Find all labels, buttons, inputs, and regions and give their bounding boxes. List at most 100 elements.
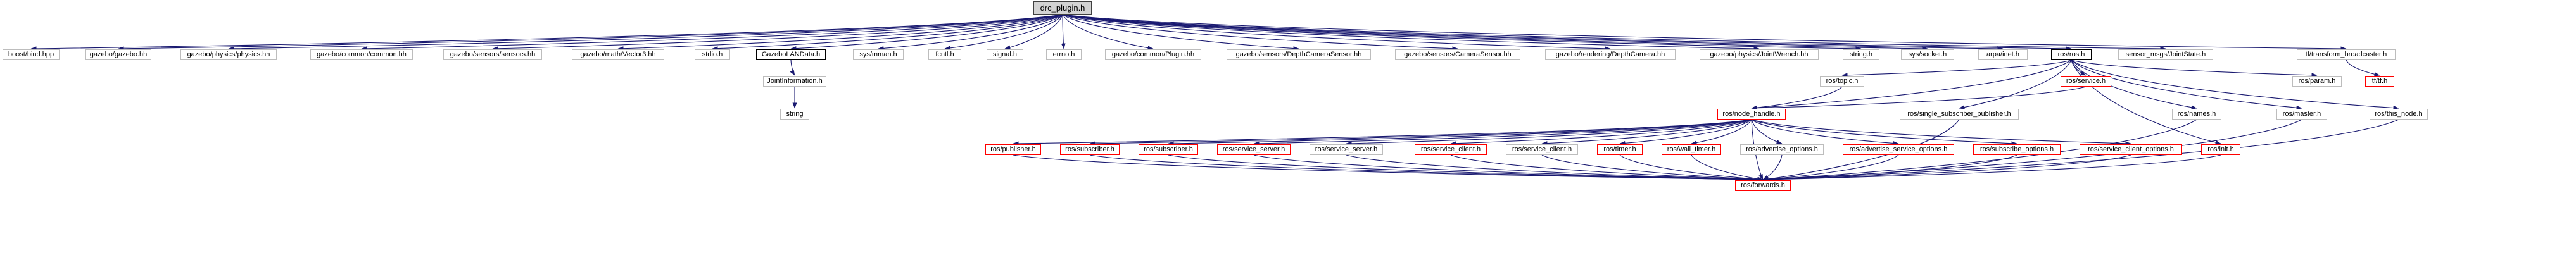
graph-edge	[1089, 154, 1764, 182]
graph-node-n12[interactable]: errno.h	[1046, 49, 1082, 60]
graph-edge	[1089, 119, 1752, 146]
graph-edge	[1762, 154, 1783, 180]
graph-node-n25[interactable]: string	[780, 109, 809, 120]
graph-node-root[interactable]: drc_plugin.h	[1033, 1, 1092, 15]
graph-node-n14[interactable]: gazebo/sensors/DepthCameraSensor.hh	[1227, 49, 1371, 60]
graph-node-n7[interactable]: stdio.h	[695, 49, 730, 60]
graph-edge	[1762, 119, 2399, 182]
graph-edge	[790, 14, 1063, 51]
graph-node-n36[interactable]: ros/subscriber.h	[1060, 144, 1120, 155]
graph-node-n49[interactable]: ros/forwards.h	[1735, 180, 1791, 191]
graph-edge	[1619, 119, 1752, 145]
graph-edge	[1691, 154, 1764, 182]
graph-edge	[2346, 59, 2380, 77]
graph-edge	[1062, 14, 1458, 51]
graph-edge	[878, 14, 1063, 51]
graph-node-n47[interactable]: ros/service_client_options.h	[2080, 144, 2182, 155]
graph-node-n44[interactable]: ros/advertise_options.h	[1740, 144, 1824, 155]
graph-node-n16[interactable]: gazebo/rendering/DepthCamera.hh	[1545, 49, 1676, 60]
graph-edge	[1062, 14, 1611, 51]
graph-node-n9[interactable]: sys/mman.h	[853, 49, 904, 60]
graph-edge	[2071, 59, 2399, 110]
graph-node-n26[interactable]: ros/topic.h	[1820, 76, 1864, 87]
graph-node-n20[interactable]: arpa/inet.h	[1978, 49, 2028, 60]
graph-node-n45[interactable]: ros/advertise_service_options.h	[1843, 144, 1954, 155]
graph-node-n5[interactable]: gazebo/sensors/sensors.hh	[443, 49, 542, 60]
graph-edge	[944, 14, 1063, 51]
graph-node-n48[interactable]: ros/init.h	[2201, 144, 2240, 155]
graph-node-n40[interactable]: ros/service_client.h	[1415, 144, 1487, 155]
graph-node-n24[interactable]: JointInformation.h	[763, 76, 826, 87]
graph-node-n21[interactable]: ros/ros.h	[2051, 49, 2092, 60]
graph-edge	[1062, 14, 1299, 51]
graph-edge	[1062, 14, 1154, 51]
graph-edge	[1062, 14, 2072, 51]
graph-node-n29[interactable]: tf/tf.h	[2365, 76, 2394, 87]
graph-edge	[2071, 59, 2318, 78]
graph-edge	[118, 14, 1063, 51]
graph-node-n19[interactable]: sys/socket.h	[1901, 49, 1954, 60]
graph-edge	[1541, 154, 1764, 182]
graph-edge	[1450, 154, 1764, 182]
graph-node-n33[interactable]: ros/master.h	[2276, 109, 2327, 120]
graph-edge	[1450, 119, 1752, 146]
graph-edge	[790, 59, 795, 76]
graph-node-n1[interactable]: boost/bind.hpp	[3, 49, 60, 60]
graph-node-n38[interactable]: ros/service_server.h	[1217, 144, 1291, 155]
graph-edge	[1762, 154, 2221, 182]
graph-node-n6[interactable]: gazebo/math/Vector3.hh	[572, 49, 664, 60]
graph-edge	[1751, 119, 1783, 144]
graph-edge	[1751, 86, 1843, 110]
graph-edge	[1253, 119, 1752, 146]
graph-node-n41[interactable]: ros/service_client.h	[1506, 144, 1578, 155]
graph-node-n30[interactable]: ros/node_handle.h	[1717, 109, 1786, 120]
graph-edge	[1751, 119, 2131, 146]
graph-edge	[2071, 59, 2221, 145]
graph-node-n34[interactable]: ros/this_node.h	[2370, 109, 2428, 120]
graph-node-n35[interactable]: ros/publisher.h	[985, 144, 1041, 155]
graph-node-n4[interactable]: gazebo/common/common.hh	[310, 49, 413, 60]
graph-node-n37[interactable]: ros/subscriber.h	[1139, 144, 1198, 155]
graph-node-n31[interactable]: ros/single_subscriber_publisher.h	[1900, 109, 2019, 120]
graph-edge	[1168, 119, 1752, 146]
graph-edge	[617, 14, 1063, 51]
graph-node-n15[interactable]: gazebo/sensors/CameraSensor.hh	[1395, 49, 1520, 60]
graph-edge	[1762, 119, 1960, 182]
graph-edge	[1061, 14, 1066, 49]
graph-edge	[1762, 119, 2302, 182]
graph-node-n23[interactable]: tf/transform_broadcaster.h	[2297, 49, 2396, 60]
graph-edge	[1062, 14, 1928, 51]
graph-edge	[2071, 59, 2197, 110]
graph-node-n28[interactable]: ros/param.h	[2292, 76, 2342, 87]
graph-edge	[361, 14, 1063, 51]
graph-edge	[1004, 14, 1063, 50]
graph-edge	[712, 14, 1063, 51]
graph-node-n43[interactable]: ros/wall_timer.h	[1662, 144, 1721, 155]
graph-node-n2[interactable]: gazebo/gazebo.hh	[85, 49, 151, 60]
graph-edge	[1541, 119, 1752, 146]
graph-node-n18[interactable]: string.h	[1843, 49, 1879, 60]
graph-node-n8[interactable]: GazeboLANData.h	[756, 49, 826, 60]
graph-edge	[1062, 14, 2347, 51]
graph-edge	[1062, 14, 2166, 51]
graph-edge	[1751, 59, 2072, 110]
graph-node-n13[interactable]: gazebo/common/Plugin.hh	[1105, 49, 1201, 60]
graph-node-n46[interactable]: ros/subscribe_options.h	[1973, 144, 2061, 155]
graph-node-n39[interactable]: ros/service_server.h	[1310, 144, 1383, 155]
graph-edge	[1762, 119, 2197, 182]
graph-edge	[1751, 119, 2017, 146]
graph-node-n10[interactable]: fcntl.h	[928, 49, 961, 60]
graph-edge	[1751, 119, 1899, 145]
graph-node-n42[interactable]: ros/timer.h	[1597, 144, 1643, 155]
graph-edge	[1841, 59, 2072, 78]
graph-node-n32[interactable]: ros/names.h	[2172, 109, 2221, 120]
graph-edge	[1619, 154, 1764, 182]
graph-edge	[1062, 14, 1760, 51]
graph-node-n3[interactable]: gazebo/physics/physics.hh	[180, 49, 277, 60]
graph-node-n27[interactable]: ros/service.h	[2061, 76, 2111, 87]
graph-node-n11[interactable]: signal.h	[987, 49, 1023, 60]
graph-edge	[492, 14, 1063, 51]
graph-node-n17[interactable]: gazebo/physics/JointWrench.hh	[1700, 49, 1819, 60]
graph-node-n22[interactable]: sensor_msgs/JointState.h	[2118, 49, 2213, 60]
